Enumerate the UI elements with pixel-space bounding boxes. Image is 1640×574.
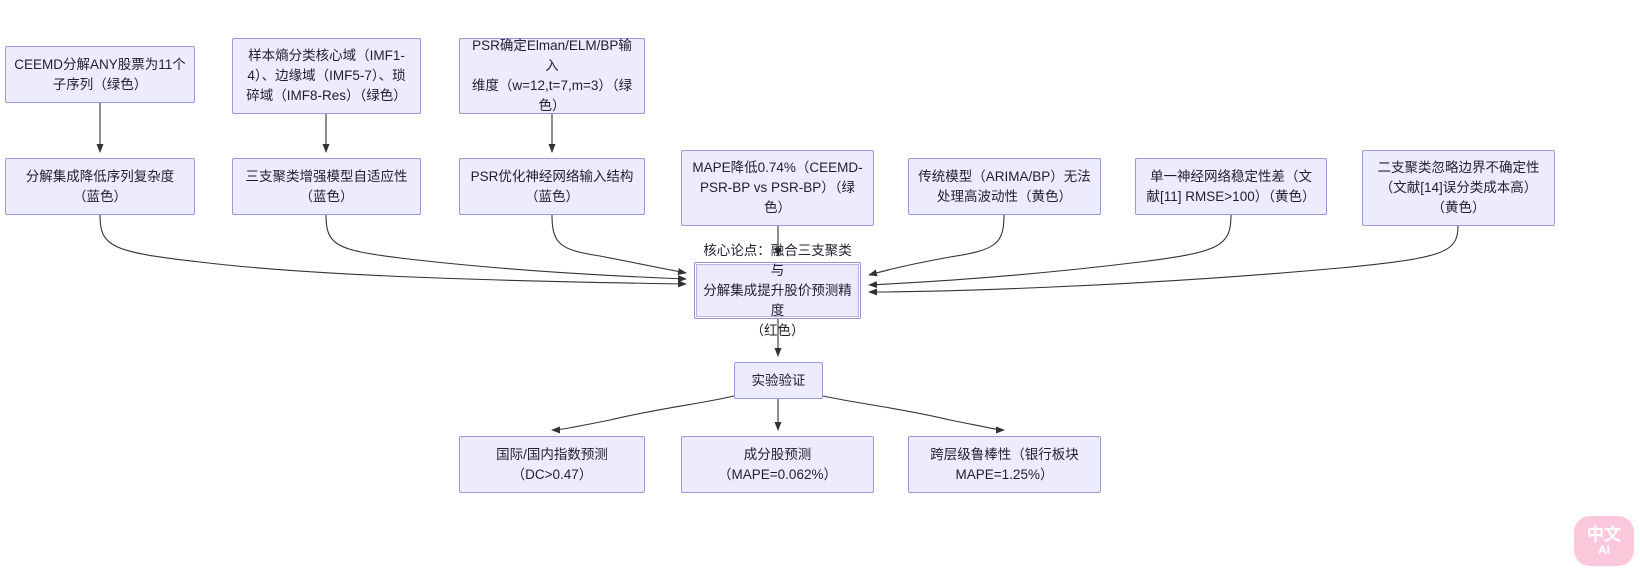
node-n9[interactable]: 单一神经网络稳定性差（文 献[11] RMSE>100）（黄色） — [1135, 158, 1327, 215]
node-r2[interactable]: 成分股预测 （MAPE=0.062%） — [681, 436, 874, 493]
node-label: 跨层级鲁棒性（银行板块 MAPE=1.25%） — [930, 446, 1079, 482]
node-n3[interactable]: PSR确定Elman/ELM/BP输入 维度（w=12,t=7,m=3）（绿 色… — [459, 38, 645, 114]
node-r3[interactable]: 跨层级鲁棒性（银行板块 MAPE=1.25%） — [908, 436, 1101, 493]
edge-n4-to-core — [99, 214, 687, 288]
node-n7[interactable]: MAPE降低0.74%（CEEMD- PSR-BP vs PSR-BP）（绿 色… — [681, 150, 874, 226]
node-label: CEEMD分解ANY股票为11个 子序列（绿色） — [14, 56, 186, 92]
watermark: 中文 AI — [1574, 516, 1634, 566]
edge-n9-to-core — [868, 214, 1232, 289]
node-n10[interactable]: 二支聚类忽略边界不确定性 （文献[14]误分类成本高） （黄色） — [1362, 150, 1555, 226]
node-label: 实验验证 — [751, 372, 806, 388]
node-label: 单一神经网络稳定性差（文 献[11] RMSE>100）（黄色） — [1146, 168, 1316, 204]
node-label: MAPE降低0.74%（CEEMD- PSR-BP vs PSR-BP）（绿 色… — [692, 160, 863, 215]
node-r1[interactable]: 国际/国内指数预测 （DC>0.47） — [459, 436, 645, 493]
node-n4[interactable]: 分解集成降低序列复杂度 （蓝色） — [5, 158, 195, 215]
edge-n10-to-core — [868, 225, 1459, 296]
node-verify[interactable]: 实验验证 — [734, 362, 823, 399]
watermark-cn-label: 中文 — [1587, 524, 1621, 544]
node-label: 二支聚类忽略边界不确定性 （文献[14]误分类成本高） （黄色） — [1377, 160, 1540, 215]
node-label: 分解集成降低序列复杂度 （蓝色） — [25, 168, 175, 204]
node-label: PSR优化神经网络输入结构 （蓝色） — [470, 168, 634, 204]
edge-n6-to-core — [551, 214, 687, 275]
watermark-en-label: AI — [1598, 542, 1610, 557]
node-label: 核心论点：融合三支聚类与 分解集成提升股价预测精度 （红色） — [703, 242, 852, 338]
node-n2[interactable]: 样本熵分类核心域（IMF1- 4）、边缘域（IMF5-7）、琐 碎域（IMF8-… — [232, 38, 421, 114]
node-label: 三支聚类增强模型自适应性 （蓝色） — [245, 168, 408, 204]
node-n6[interactable]: PSR优化神经网络输入结构 （蓝色） — [459, 158, 645, 215]
node-label: 国际/国内指数预测 （DC>0.47） — [496, 446, 608, 482]
node-label: 样本熵分类核心域（IMF1- 4）、边缘域（IMF5-7）、琐 碎域（IMF8-… — [246, 48, 407, 103]
node-label: PSR确定Elman/ELM/BP输入 维度（w=12,t=7,m=3）（绿 色… — [471, 38, 633, 113]
node-n5[interactable]: 三支聚类增强模型自适应性 （蓝色） — [232, 158, 421, 215]
edge-verify-to-r1 — [551, 395, 735, 434]
node-label: 成分股预测 （MAPE=0.062%） — [718, 446, 837, 482]
node-label: 传统模型（ARIMA/BP）无法 处理高波动性（黄色） — [918, 168, 1091, 204]
node-core[interactable]: 核心论点：融合三支聚类与 分解集成提升股价预测精度 （红色） — [694, 243, 861, 338]
node-n8[interactable]: 传统模型（ARIMA/BP）无法 处理高波动性（黄色） — [908, 158, 1101, 215]
node-n1[interactable]: CEEMD分解ANY股票为11个 子序列（绿色） — [5, 46, 195, 103]
edge-n5-to-core — [325, 214, 687, 283]
edge-n8-to-core — [868, 214, 1005, 277]
edge-verify-to-r3 — [822, 395, 1005, 434]
